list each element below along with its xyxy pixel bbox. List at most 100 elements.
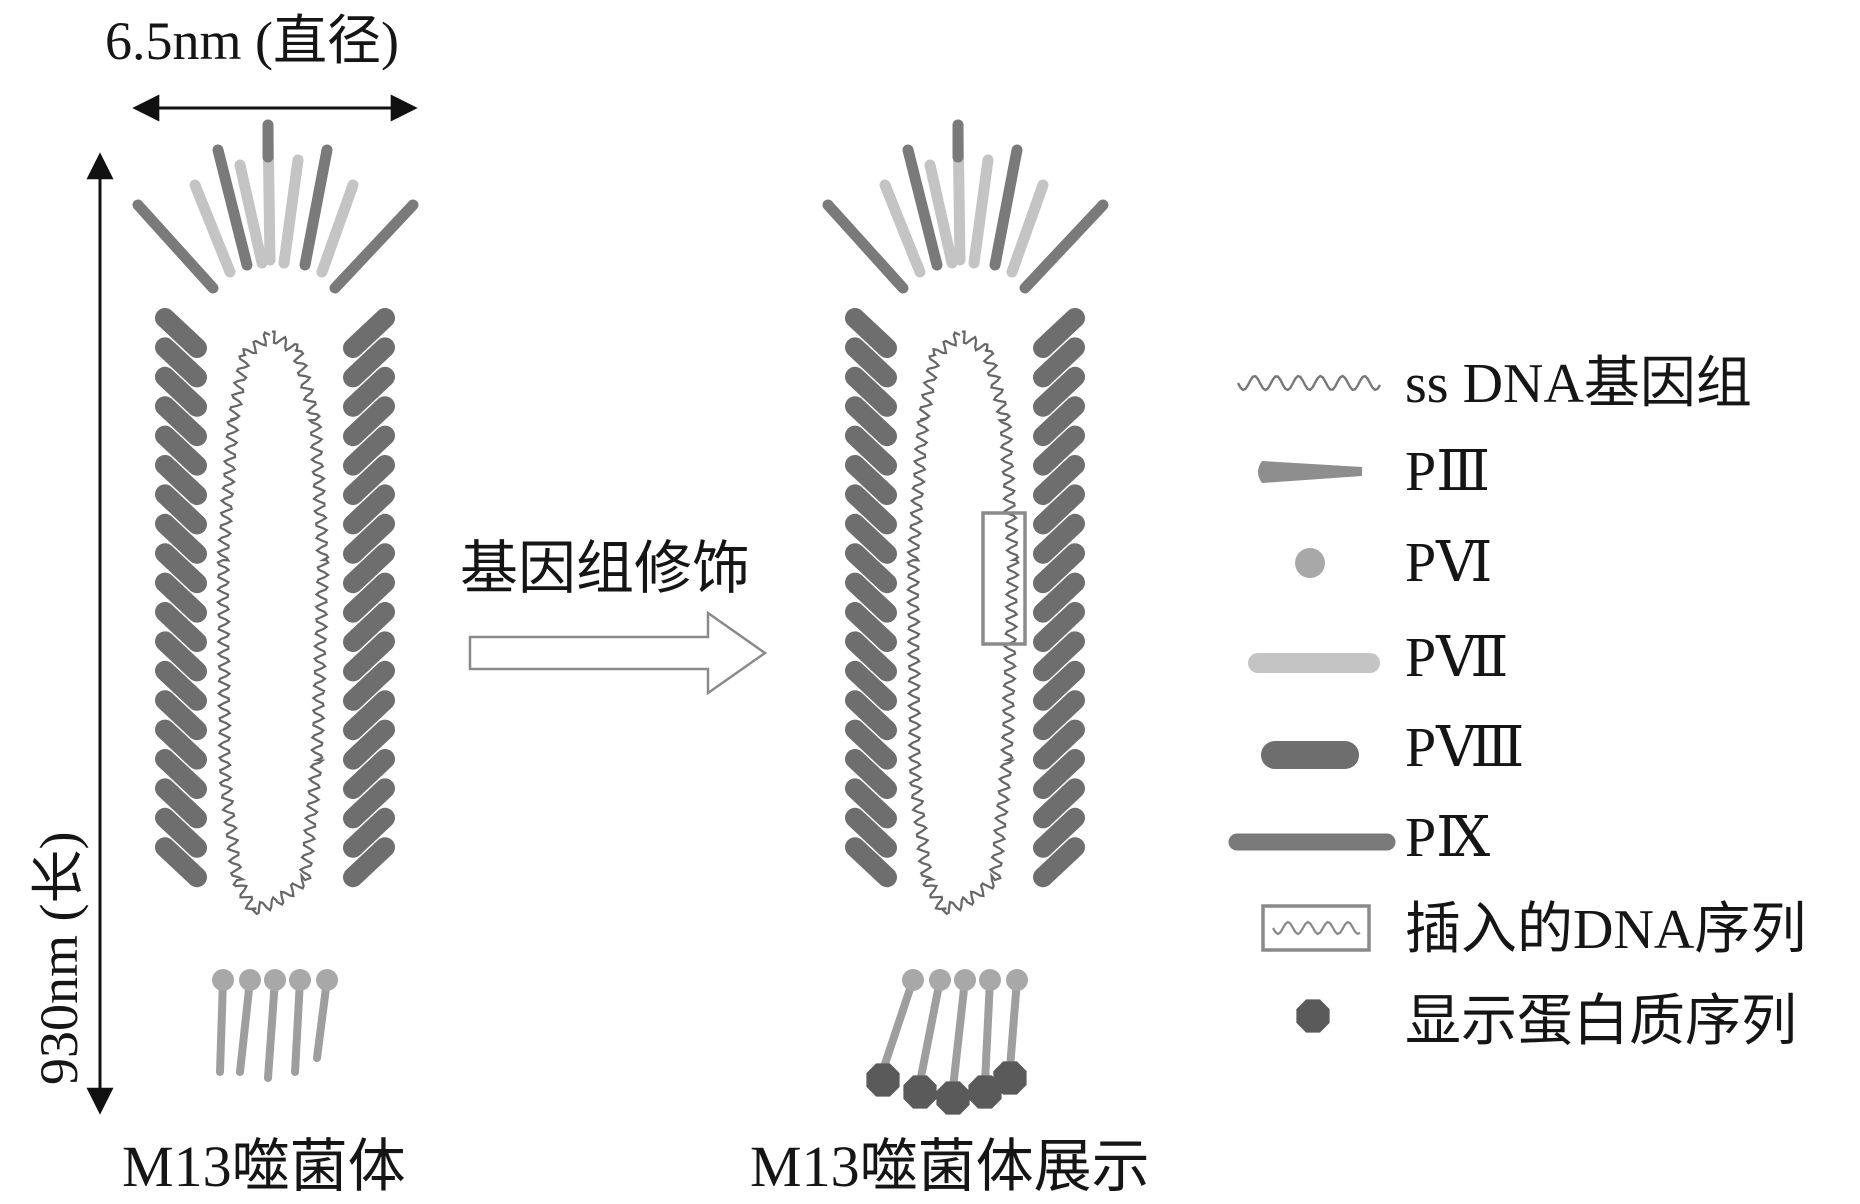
p8-segment xyxy=(155,660,207,711)
top-protein xyxy=(1006,179,1049,278)
p3-tail xyxy=(264,976,279,1082)
p8-segment xyxy=(155,396,207,447)
p8-segment xyxy=(343,543,395,594)
small-dot-icon xyxy=(1295,548,1325,578)
p8-segment xyxy=(1033,749,1085,799)
p8-segment xyxy=(1033,484,1085,535)
p8-segment xyxy=(343,396,395,447)
p8-segment xyxy=(1033,572,1085,623)
ssdna-genome-left xyxy=(216,330,331,916)
p8-segment xyxy=(343,337,395,388)
p8-segment xyxy=(1033,837,1085,888)
p3-tail xyxy=(981,976,994,1086)
p8-segment xyxy=(1033,690,1085,741)
top-protein xyxy=(924,159,958,269)
bottom-proteins-right xyxy=(866,969,1028,1115)
p8-segment xyxy=(155,425,207,476)
p8-segment xyxy=(343,837,395,888)
p8-segment xyxy=(845,837,897,888)
left-phage-caption: M13噬菌体 xyxy=(122,1134,406,1199)
legend-label-inserted-dna: 插入的DNA序列 xyxy=(1405,899,1807,961)
p8-segment xyxy=(845,719,897,770)
top-protein xyxy=(989,144,1023,271)
p8-segment xyxy=(155,778,207,829)
p8-segment xyxy=(845,366,897,417)
p6-knob xyxy=(902,969,924,991)
p8-segment xyxy=(845,778,897,829)
p8-segment xyxy=(343,719,395,770)
p8-segment xyxy=(1033,425,1085,476)
p8-segment xyxy=(343,484,395,535)
p8-segment xyxy=(343,455,395,505)
top-protein xyxy=(902,144,943,271)
rod-coat-right xyxy=(845,308,1085,888)
p3-tail xyxy=(291,976,304,1076)
top-protein xyxy=(1019,199,1109,294)
p8-segment xyxy=(1033,366,1085,417)
p8-segment xyxy=(845,660,897,711)
p8-segment xyxy=(1033,396,1085,447)
top-protein xyxy=(879,179,926,278)
rod-coat-left xyxy=(155,308,395,888)
legend-label-p9: PⅨ xyxy=(1405,807,1491,869)
p8-segment xyxy=(845,308,897,358)
p8-segment xyxy=(343,572,395,623)
wavy-line-icon xyxy=(1236,374,1382,392)
p8-segment xyxy=(155,690,207,741)
bottom-proteins-left xyxy=(212,969,338,1082)
p8-segment xyxy=(155,484,207,535)
p8-segment xyxy=(343,425,395,476)
process-arrow-label: 基因组修饰 xyxy=(460,536,751,601)
top-protein xyxy=(132,199,219,294)
display-protein xyxy=(936,1081,970,1115)
p6-knob xyxy=(316,969,338,991)
p8-segment xyxy=(1033,631,1085,682)
legend-label-p6: PⅥ xyxy=(1405,532,1493,594)
length-label: 930nm (长) xyxy=(29,831,89,1085)
p8-segment xyxy=(155,572,207,623)
phage-left xyxy=(132,119,419,1082)
p8-segment xyxy=(1033,719,1085,770)
top-protein xyxy=(278,154,304,269)
p8-segment xyxy=(343,602,395,652)
p8-segment xyxy=(343,631,395,682)
display-protein xyxy=(866,1063,900,1097)
p3-tail xyxy=(1006,976,1021,1072)
p3-tail xyxy=(879,976,917,1074)
p8-segment xyxy=(845,513,897,564)
p8-segment xyxy=(845,572,897,623)
p8-segment xyxy=(845,749,897,799)
display-protein xyxy=(903,1075,937,1109)
top-protein xyxy=(822,199,909,294)
p8-segment xyxy=(155,837,207,888)
p6-knob xyxy=(239,969,261,991)
p3-tail xyxy=(236,976,254,1076)
p8-segment xyxy=(343,660,395,711)
p8-segment xyxy=(155,337,207,388)
p8-segment xyxy=(845,396,897,447)
p8-segment xyxy=(155,631,207,682)
right-phage-caption: M13噬菌体展示 xyxy=(750,1134,1150,1199)
p6-knob xyxy=(954,969,976,991)
top-protein xyxy=(189,179,236,278)
p8-segment xyxy=(845,543,897,594)
p8-segment xyxy=(845,484,897,535)
p8-segment xyxy=(845,337,897,388)
p6-knob xyxy=(979,969,1001,991)
tapered-bar-icon xyxy=(1258,461,1362,483)
boxed-wave-icon xyxy=(1261,904,1371,952)
top-proteins-left xyxy=(132,119,419,294)
top-protein xyxy=(212,144,253,271)
display-protein xyxy=(993,1061,1027,1095)
p8-segment xyxy=(155,543,207,594)
p8-segment xyxy=(343,778,395,829)
top-protein xyxy=(299,144,333,271)
top-protein xyxy=(329,199,419,294)
p8-segment xyxy=(155,719,207,770)
p6-knob xyxy=(289,969,311,991)
p8-segment xyxy=(845,602,897,652)
p8-segment xyxy=(1033,308,1085,358)
diameter-label: 6.5nm (直径) xyxy=(105,11,399,71)
p8-segment xyxy=(343,366,395,417)
p8-segment xyxy=(155,749,207,799)
